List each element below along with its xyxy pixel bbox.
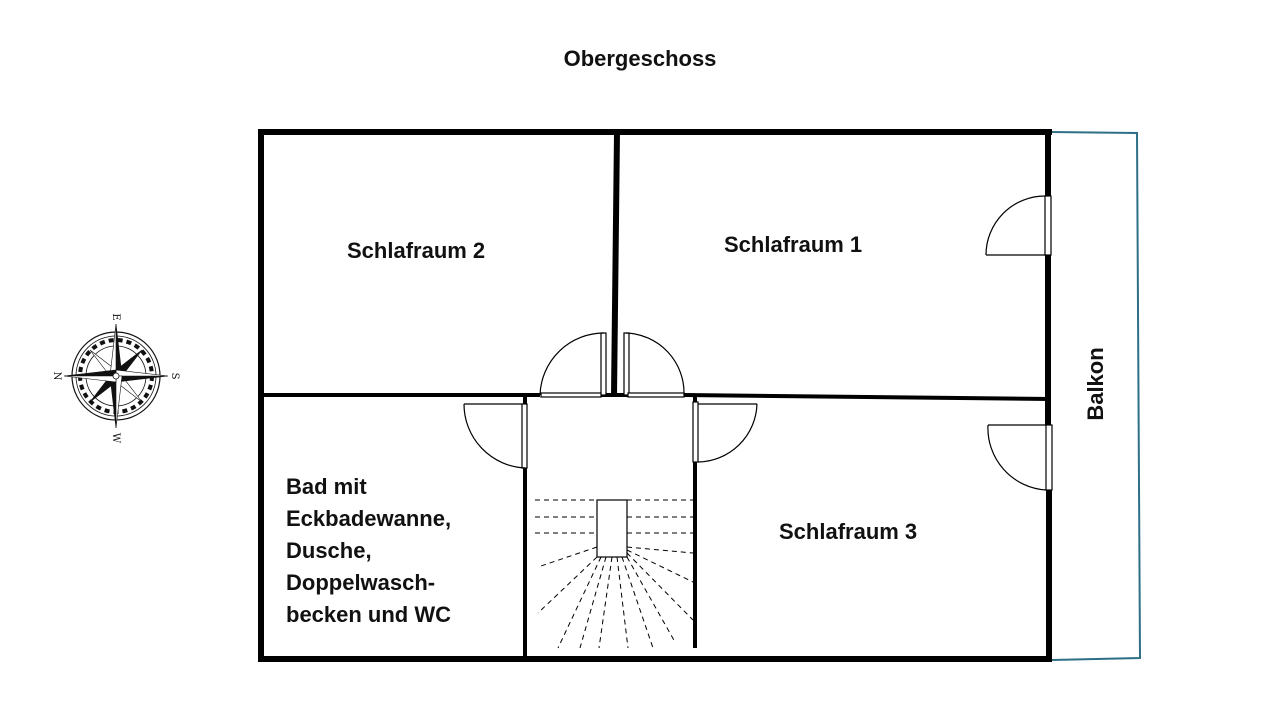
interior-walls xyxy=(261,131,1051,660)
room-label-balkon: Balkon xyxy=(1083,347,1108,421)
room-label-schlafraum-2: Schlafraum 2 xyxy=(347,238,486,263)
door-schlafraum-2 xyxy=(539,332,607,398)
compass-e: E xyxy=(110,313,121,320)
door-balcony-schlafraum-1 xyxy=(985,195,1052,256)
bath-line: Doppelwasch- xyxy=(286,570,436,595)
doors xyxy=(463,195,1053,491)
bath-line: Bad mit xyxy=(286,474,367,499)
staircase xyxy=(535,499,694,649)
door-schlafraum-1-hall xyxy=(623,332,685,398)
compass-w: W xyxy=(110,433,121,444)
door-balcony-schlafraum-3 xyxy=(987,424,1053,491)
room-label-schlafraum-3: Schlafraum 3 xyxy=(779,519,918,544)
room-label-schlafraum-1: Schlafraum 1 xyxy=(724,232,863,257)
bath-line: becken und WC xyxy=(286,602,452,627)
compass-rose: E S W N xyxy=(51,313,180,444)
door-bath xyxy=(463,403,528,469)
balcony-outline xyxy=(1049,131,1142,661)
door-schlafraum-3-hall xyxy=(692,401,758,463)
compass-n: N xyxy=(51,372,62,381)
room-label-bad: Bad mit Eckbadewanne, Dusche, Doppelwasc… xyxy=(286,471,451,631)
plan-title: Obergeschoss xyxy=(563,46,717,71)
bath-line: Dusche, xyxy=(286,538,372,563)
bath-line: Eckbadewanne, xyxy=(286,506,452,531)
compass-s: S xyxy=(169,373,180,380)
